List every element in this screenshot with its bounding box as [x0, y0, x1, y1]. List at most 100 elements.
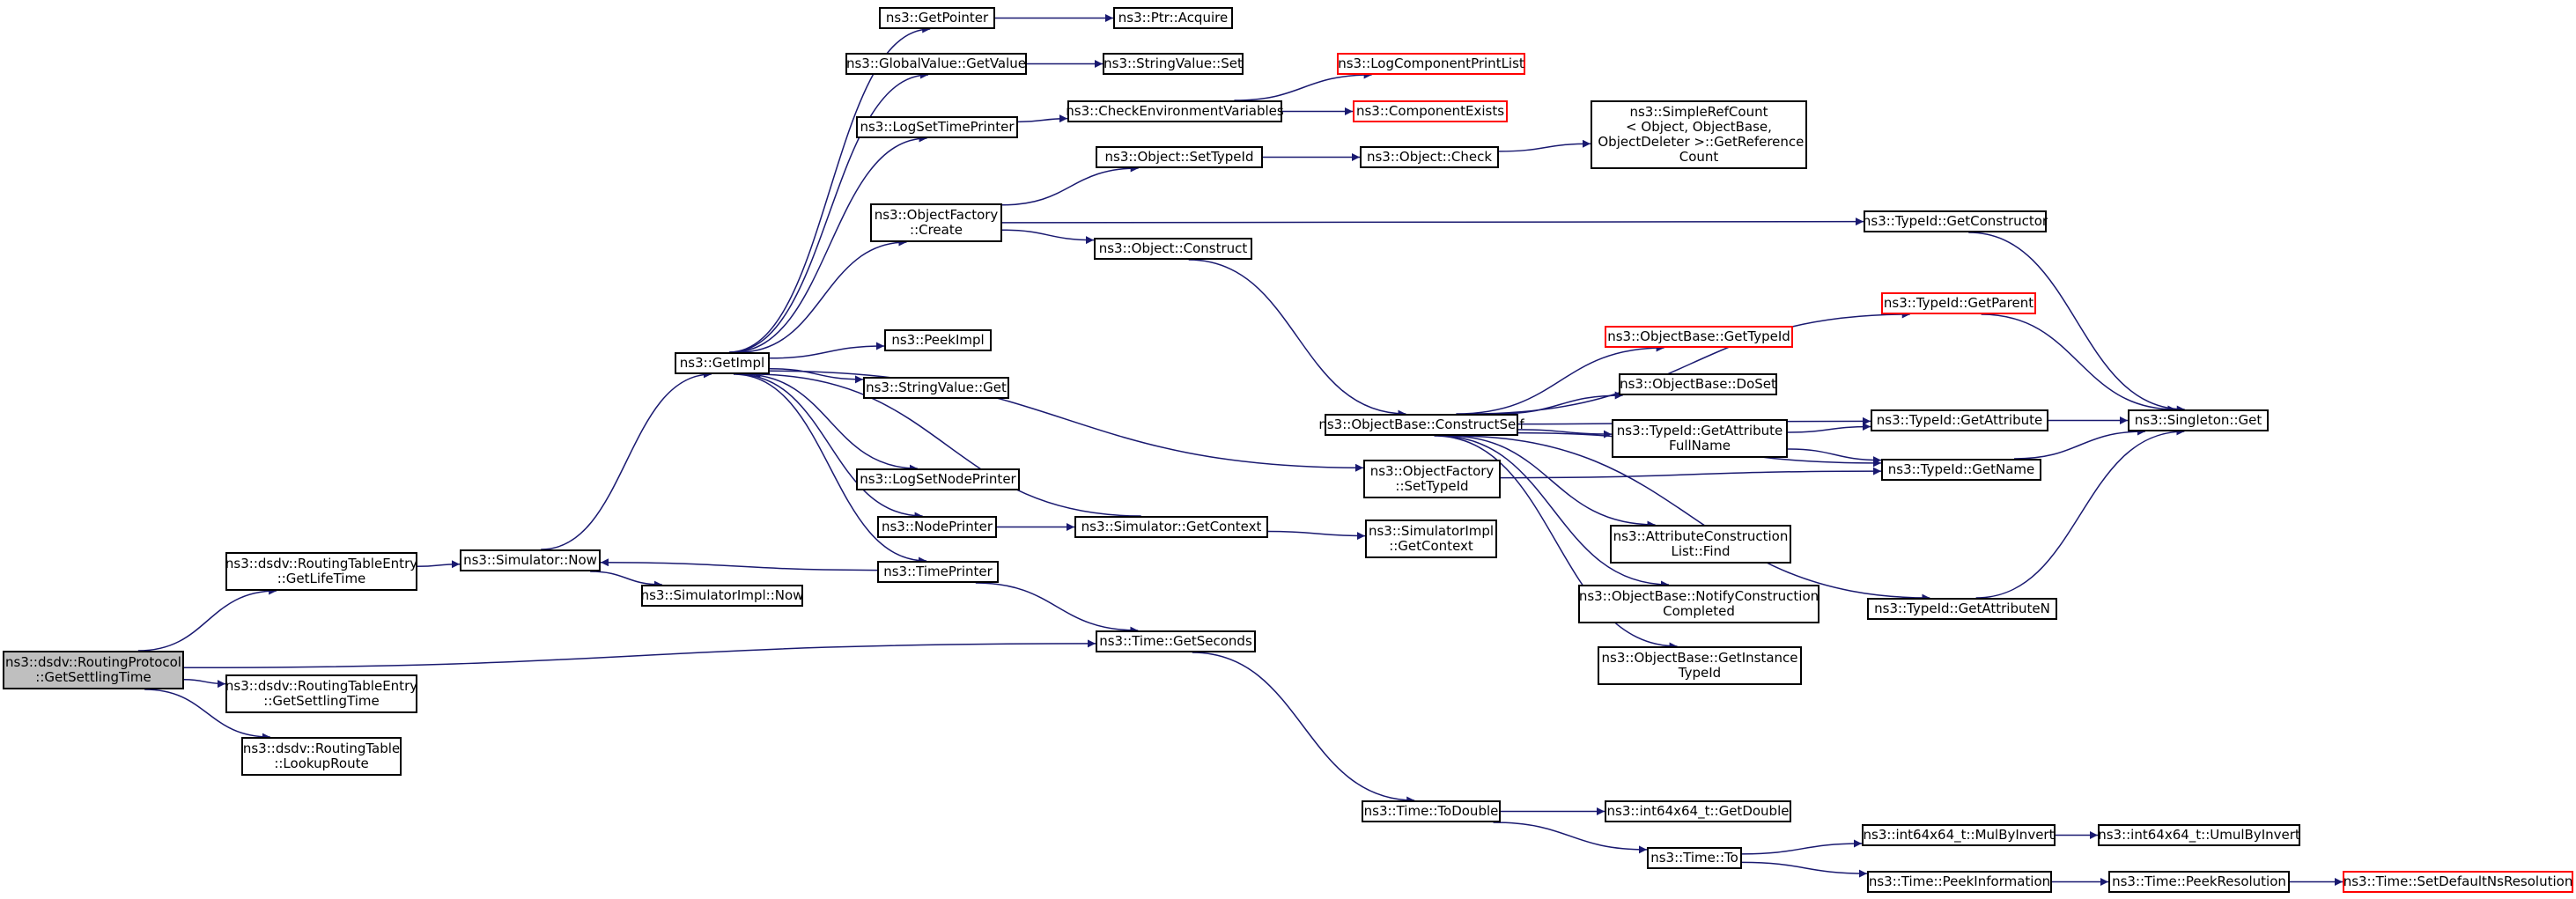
edge-root-to-rte-getlifetime: [137, 586, 277, 652]
node-label: ns3::LogComponentPrintList: [1338, 55, 1524, 71]
node-time-to[interactable]: ns3::Time::To: [1647, 847, 1742, 869]
edge-ob-constructself-to-tid-getattrfullname: [1517, 429, 1613, 438]
node-ob-gettypeid[interactable]: ns3::ObjectBase::GetTypeId: [1605, 326, 1793, 348]
node-gv-getvalue[interactable]: ns3::GlobalValue::GetValue: [845, 53, 1027, 75]
node-time-setdefaultns[interactable]: ns3::Time::SetDefaultNsResolution: [2343, 871, 2573, 893]
node-ob-doset[interactable]: ns3::ObjectBase::DoSet: [1619, 373, 1777, 395]
edge-ob-constructself-to-ob-doset: [1496, 391, 1623, 415]
node-singleton-get[interactable]: ns3::Singleton::Get: [2128, 409, 2269, 431]
edge-getimpl-to-timeprinter: [733, 373, 927, 565]
edge-time-todouble-to-time-to: [1493, 822, 1648, 854]
node-sim-getcontext[interactable]: ns3::Simulator::GetContext: [1074, 516, 1268, 538]
node-rt-lookup[interactable]: ns3::dsdv::RoutingTable ::LookupRoute: [241, 737, 402, 776]
node-label: ns3::ObjectBase::GetTypeId: [1607, 328, 1790, 344]
node-label: ns3::Object::SetTypeId: [1104, 149, 1254, 165]
node-root[interactable]: ns3::dsdv::RoutingProtocol ::GetSettling…: [3, 651, 184, 689]
node-obj-settypeid[interactable]: ns3::Object::SetTypeId: [1096, 146, 1263, 168]
edge-getimpl-to-getpointer: [728, 25, 931, 353]
node-simimpl-now[interactable]: ns3::SimulatorImpl::Now: [641, 585, 803, 607]
node-sv-set[interactable]: ns3::StringValue::Set: [1103, 53, 1244, 75]
edge-timeprinter-to-sim-now: [600, 558, 878, 571]
edge-tid-getconstructor-to-singleton-get: [1968, 232, 2185, 414]
node-label: ns3::CheckEnvironmentVariables: [1066, 103, 1284, 119]
node-i64-mulbyinvert[interactable]: ns3::int64x64_t::MulByInvert: [1862, 824, 2056, 846]
node-of-settypeid[interactable]: ns3::ObjectFactory ::SetTypeId: [1363, 460, 1501, 498]
node-label: ns3::TypeId::GetConstructor: [1862, 213, 2048, 229]
node-obj-check[interactable]: ns3::Object::Check: [1360, 146, 1499, 168]
node-of-create[interactable]: ns3::ObjectFactory ::Create: [870, 203, 1002, 242]
node-tid-getconstructor[interactable]: ns3::TypeId::GetConstructor: [1862, 210, 2048, 232]
node-logcompprint[interactable]: ns3::LogComponentPrintList: [1337, 53, 1525, 75]
edge-timeprinter-to-time-getseconds: [975, 582, 1139, 635]
node-label: ns3::SimpleRefCount < Object, ObjectBase…: [1598, 104, 1805, 165]
node-attrconstr-find[interactable]: ns3::AttributeConstruction List::Find: [1610, 525, 1791, 564]
node-label: ns3::Singleton::Get: [2134, 412, 2262, 428]
node-time-peekresolution[interactable]: ns3::Time::PeekResolution: [2108, 871, 2290, 893]
edge-obj-construct-to-ob-constructself: [1188, 259, 1406, 418]
node-time-peekinformation[interactable]: ns3::Time::PeekInformation: [1867, 871, 2052, 893]
edge-ob-constructself-to-ob-notify: [1438, 435, 1669, 589]
node-label: ns3::LogSetTimePrinter: [860, 119, 1015, 135]
node-rte-getlifetime[interactable]: ns3::dsdv::RoutingTableEntry ::GetLifeTi…: [225, 552, 417, 591]
node-logsetnodeprinter[interactable]: ns3::LogSetNodePrinter: [856, 468, 1020, 490]
node-time-todouble[interactable]: ns3::Time::ToDouble: [1362, 800, 1501, 822]
node-sim-now[interactable]: ns3::Simulator::Now: [460, 549, 601, 571]
node-tid-getattrfullname[interactable]: ns3::TypeId::GetAttribute FullName: [1612, 419, 1788, 458]
node-checkenv[interactable]: ns3::CheckEnvironmentVariables: [1066, 100, 1284, 122]
node-label: ns3::TimePrinter: [883, 564, 993, 579]
node-simplerefcount[interactable]: ns3::SimpleRefCount < Object, ObjectBase…: [1591, 100, 1807, 169]
node-label: ns3::Ptr::Acquire: [1118, 10, 1229, 26]
node-nodeprinter[interactable]: ns3::NodePrinter: [877, 516, 997, 538]
edge-root-to-rt-lookup: [144, 689, 270, 741]
edge-ob-constructself-to-ob-getinstance: [1434, 435, 1678, 651]
node-label: ns3::int64x64_t::UmulByInvert: [2098, 827, 2300, 843]
node-label: ns3::Time::PeekResolution: [2112, 873, 2286, 889]
node-obj-construct[interactable]: ns3::Object::Construct: [1094, 238, 1252, 260]
edge-rte-getlifetime-to-sim-now: [417, 560, 461, 569]
node-peekimpl[interactable]: ns3::PeekImpl: [884, 329, 992, 351]
node-label: ns3::AttributeConstruction List::Find: [1613, 528, 1789, 559]
node-label: ns3::TypeId::GetAttribute: [1876, 412, 2043, 428]
node-tid-getparent[interactable]: ns3::TypeId::GetParent: [1881, 292, 2036, 314]
node-label: ns3::ObjectBase::DoSet: [1620, 376, 1776, 392]
node-simimpl-getcontext[interactable]: ns3::SimulatorImpl ::GetContext: [1365, 520, 1497, 558]
node-label: ns3::TypeId::GetAttributeN: [1874, 601, 2050, 616]
node-i64-getdouble[interactable]: ns3::int64x64_t::GetDouble: [1605, 800, 1791, 822]
edge-ob-constructself-to-ob-gettypeid: [1456, 343, 1664, 415]
node-ptr-acquire[interactable]: ns3::Ptr::Acquire: [1113, 7, 1233, 29]
edge-tid-getparent-to-singleton-get: [1981, 313, 2176, 414]
node-timeprinter[interactable]: ns3::TimePrinter: [877, 561, 999, 583]
node-compexists[interactable]: ns3::ComponentExists: [1353, 100, 1508, 122]
edge-tid-getattributen-to-singleton-get: [1975, 427, 2185, 599]
edge-obj-check-to-simplerefcount: [1498, 139, 1591, 152]
node-label: ns3::Simulator::Now: [463, 552, 597, 568]
node-label: ns3::TypeId::GetAttribute FullName: [1616, 423, 1783, 453]
edge-sim-now-to-simimpl-now: [590, 571, 662, 589]
node-logsettimeprinter[interactable]: ns3::LogSetTimePrinter: [856, 116, 1018, 138]
node-label: ns3::int64x64_t::GetDouble: [1606, 803, 1790, 819]
edges-layer: [137, 14, 2343, 886]
node-getimpl[interactable]: ns3::GetImpl: [675, 352, 770, 374]
node-label: ns3::Time::To: [1650, 850, 1738, 866]
edge-time-getseconds-to-time-todouble: [1192, 652, 1415, 805]
node-ob-getinstance[interactable]: ns3::ObjectBase::GetInstance TypeId: [1598, 646, 1802, 685]
node-i64-umulbyinvert[interactable]: ns3::int64x64_t::UmulByInvert: [2098, 824, 2300, 846]
node-rte-getsettling[interactable]: ns3::dsdv::RoutingTableEntry ::GetSettli…: [225, 674, 417, 713]
node-label: ns3::StringValue::Set: [1103, 55, 1243, 71]
node-label: ns3::SimulatorImpl::Now: [640, 587, 804, 603]
node-sv-get[interactable]: ns3::StringValue::Get: [863, 377, 1009, 399]
node-label: ns3::GetImpl: [679, 355, 765, 371]
node-tid-getname[interactable]: ns3::TypeId::GetName: [1881, 459, 2041, 481]
node-tid-getattributen[interactable]: ns3::TypeId::GetAttributeN: [1867, 598, 2057, 620]
node-label: ns3::dsdv::RoutingTable ::LookupRoute: [242, 741, 401, 771]
node-time-getseconds[interactable]: ns3::Time::GetSeconds: [1096, 630, 1256, 652]
node-ob-notify[interactable]: ns3::ObjectBase::NotifyConstruction Comp…: [1578, 585, 1819, 623]
node-getpointer[interactable]: ns3::GetPointer: [879, 7, 995, 29]
node-tid-getattribute[interactable]: ns3::TypeId::GetAttribute: [1871, 409, 2048, 431]
node-label: ns3::NodePrinter: [881, 519, 993, 534]
node-label: ns3::ObjectBase::NotifyConstruction Comp…: [1578, 588, 1819, 619]
node-label: ns3::TypeId::GetParent: [1883, 295, 2034, 311]
node-label: ns3::Time::ToDouble: [1363, 803, 1499, 819]
node-ob-constructself[interactable]: ns3::ObjectBase::ConstructSelf: [1318, 414, 1524, 436]
